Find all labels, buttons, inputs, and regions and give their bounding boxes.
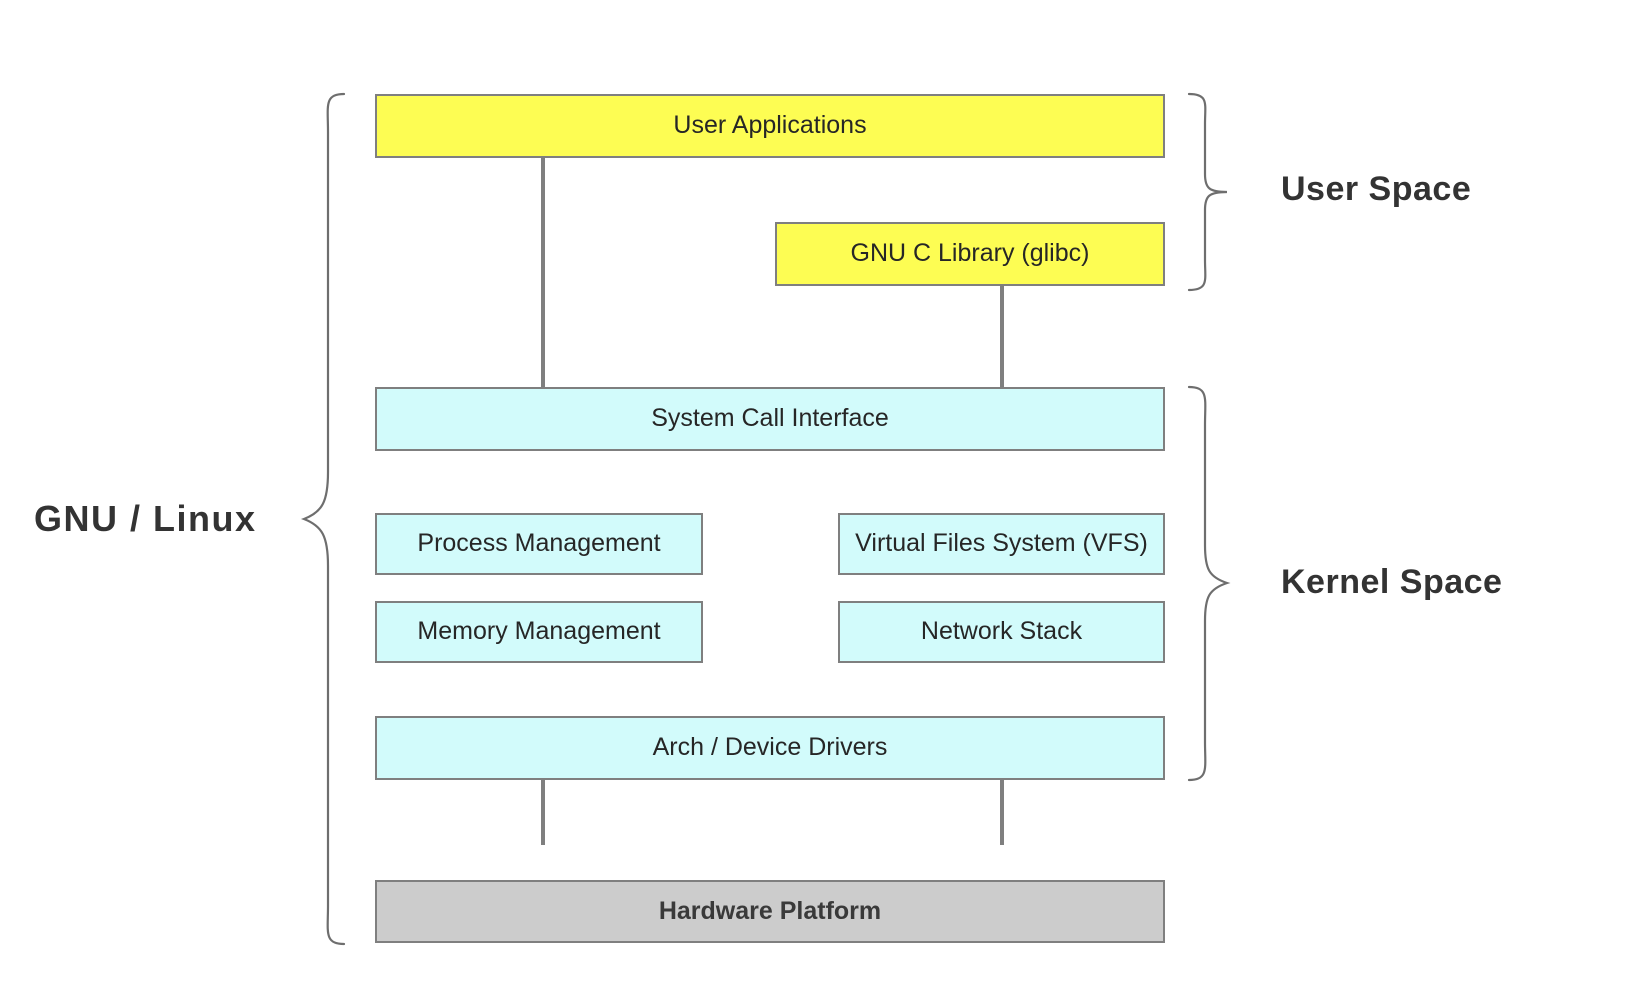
connector-user-apps-to-syscall	[541, 157, 545, 388]
box-network-stack[interactable]: Network Stack	[838, 601, 1165, 663]
box-user-applications[interactable]: User Applications	[375, 94, 1165, 158]
box-virtual-file-system[interactable]: Virtual Files System (VFS)	[838, 513, 1165, 575]
box-label-process-management: Process Management	[417, 529, 661, 558]
brace-kernel-space	[1183, 385, 1233, 782]
box-system-call-interface[interactable]: System Call Interface	[375, 387, 1165, 451]
brace-user-space	[1183, 92, 1233, 292]
box-device-drivers[interactable]: Arch / Device Drivers	[375, 716, 1165, 780]
box-label-network-stack: Network Stack	[920, 617, 1083, 646]
box-label-user-applications: User Applications	[673, 111, 867, 140]
box-label-virtual-file-system: Virtual Files System (VFS)	[855, 529, 1148, 558]
box-label-hardware-platform: Hardware Platform	[658, 896, 882, 925]
box-process-management[interactable]: Process Management	[375, 513, 703, 575]
box-label-device-drivers: Arch / Device Drivers	[652, 733, 888, 762]
box-label-system-call-interface: System Call Interface	[651, 404, 889, 433]
label-gnu-linux: GNU / Linux	[34, 498, 257, 539]
box-label-memory-management: Memory Management	[417, 617, 661, 646]
connector-glibc-to-syscall	[1000, 285, 1004, 388]
label-kernel-space: Kernel Space	[1281, 563, 1503, 601]
box-memory-management[interactable]: Memory Management	[375, 601, 703, 663]
brace-gnu-linux	[300, 92, 350, 946]
label-user-space: User Space	[1281, 170, 1472, 208]
box-hardware-platform[interactable]: Hardware Platform	[375, 880, 1165, 943]
connector-drivers-to-hardware-left	[541, 742, 545, 845]
connector-drivers-to-hardware-right	[1000, 742, 1004, 845]
box-glibc[interactable]: GNU C Library (glibc)	[775, 222, 1165, 286]
box-label-glibc: GNU C Library (glibc)	[850, 239, 1090, 268]
